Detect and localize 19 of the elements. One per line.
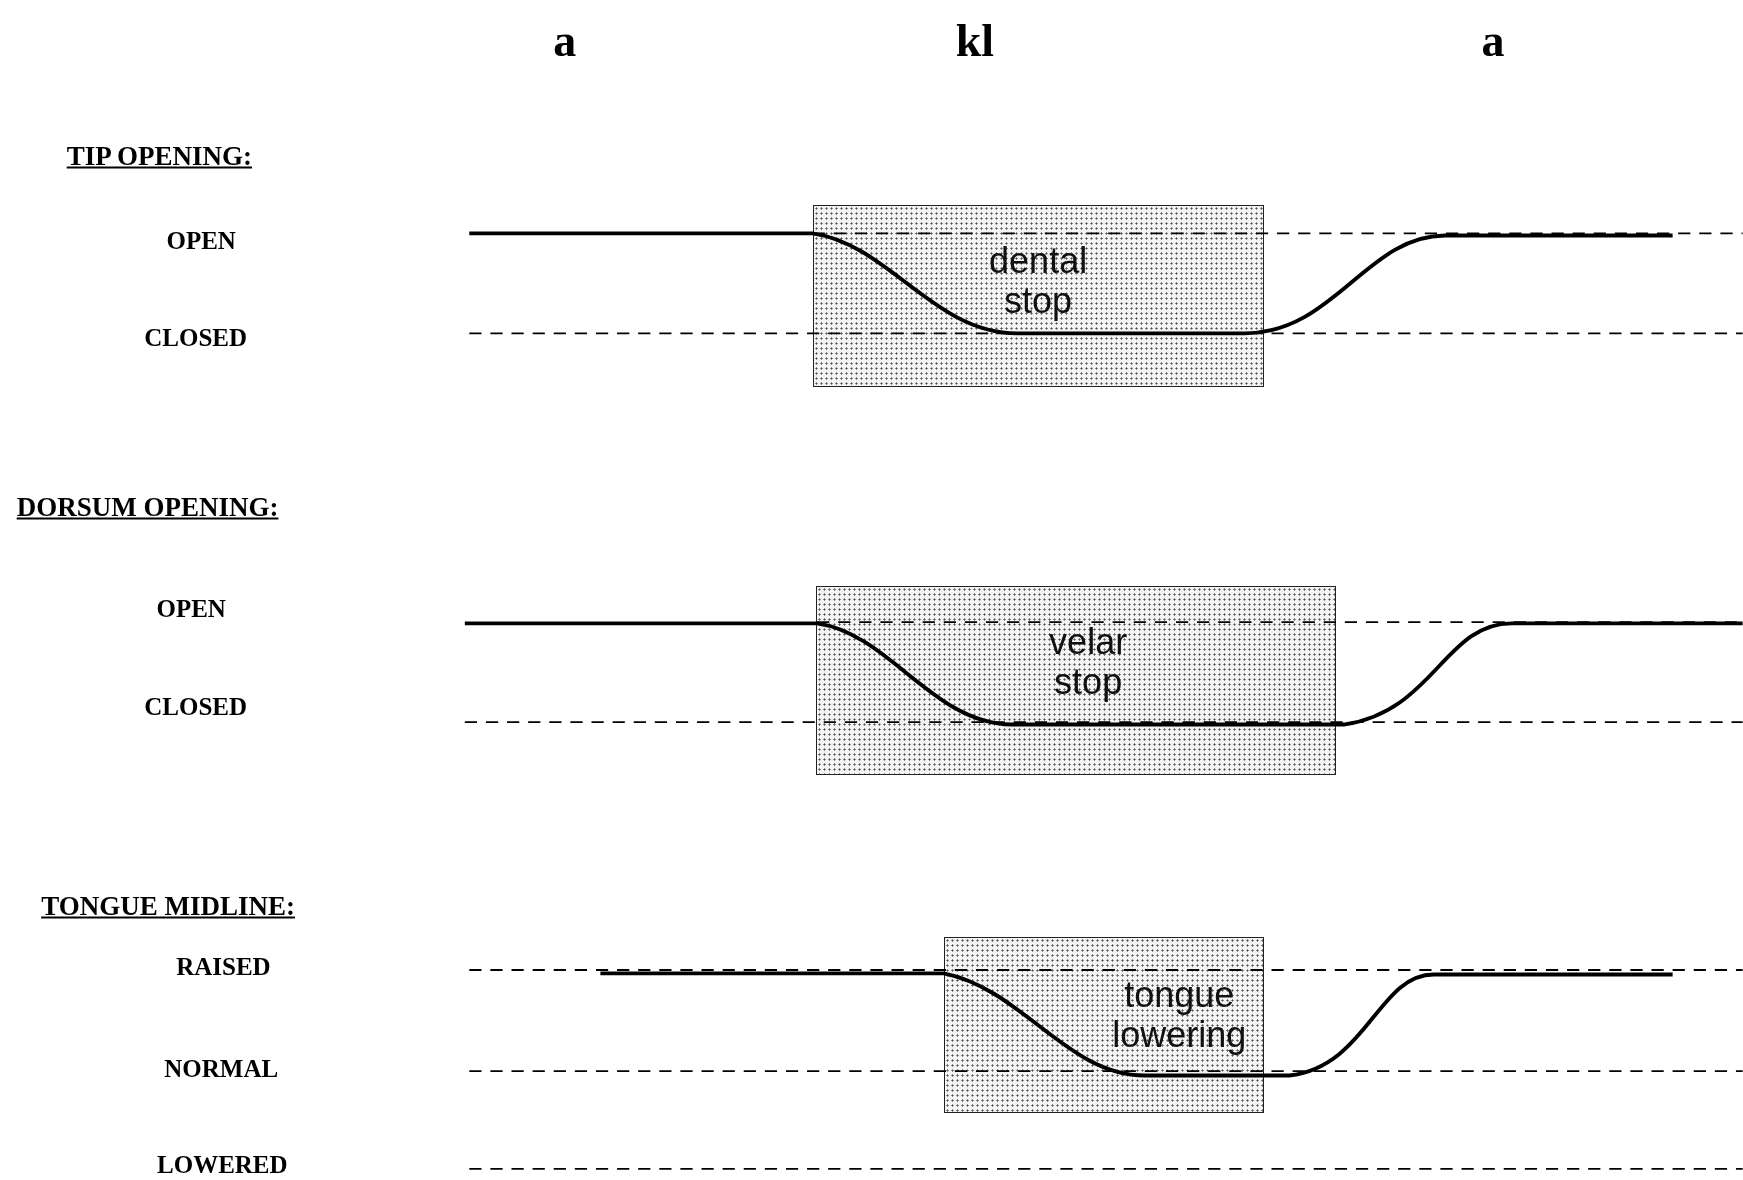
tier-heading: TONGUE MIDLINE: [41,890,295,922]
gesture-label: velar stop [1048,622,1129,703]
gesture-label: tongue lowering [1111,974,1248,1055]
level-label: CLOSED [144,692,248,721]
gesture-box [812,204,1264,387]
gesture-label: dental stop [988,241,1089,322]
gesture-box [815,585,1337,775]
tier-heading: DORSUM OPENING: [16,491,279,523]
level-label: OPEN [156,595,226,624]
level-label: CLOSED [144,323,248,352]
segment-symbol: a [553,13,577,67]
level-label: LOWERED [157,1150,288,1179]
level-label: NORMAL [164,1055,279,1084]
level-label: OPEN [166,227,236,256]
level-label: RAISED [176,953,271,982]
segment-symbol: a [1481,13,1505,67]
segment-symbol: kl [955,13,995,67]
tier-heading: TIP OPENING: [66,140,252,172]
gesture-box [943,937,1264,1113]
